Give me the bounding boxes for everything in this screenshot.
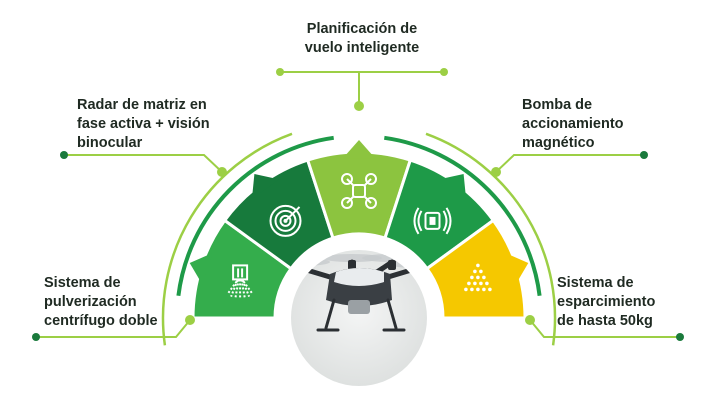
label-line: magnético [522,135,595,151]
outer-arc-left [176,135,334,297]
pump-core [424,211,441,230]
drone-landing-gear [316,298,406,332]
radar-ring [269,204,302,237]
spreader-dot [464,287,468,292]
drone-icon [341,173,377,209]
drone-motor [348,260,356,270]
spreader-dot [488,287,492,292]
label-line: Radar de matriz en [77,97,207,113]
connector-top-right [495,154,644,173]
spreader-dot [476,275,480,280]
magnetic-pump-icon [413,207,452,235]
connector-dot [60,151,68,159]
connector-dot [276,68,284,76]
connector-dot [32,333,40,341]
spreader-dot [470,287,474,292]
spreader-dot [476,263,480,268]
label-line: vuelo inteligente [304,40,420,56]
label-line: fase activa + visión [77,116,210,132]
drone-motor [388,260,396,270]
spray-ray [241,279,251,297]
outer-arc-right [384,135,542,297]
spray-ray [242,280,254,294]
drone-icon-rotor [365,173,377,185]
drone-icon-body [352,184,366,198]
spreader-dot [470,275,474,280]
label-line: binocular [77,135,143,151]
connector-node [525,315,535,325]
label-radar: Radar de matriz en fase activa + visión … [77,96,210,153]
spreader-dot [482,287,486,292]
connector-node [354,101,364,111]
radar-icon [269,204,302,237]
sprayer-icon [227,264,254,300]
spreader-dot [473,281,477,286]
spreader-dot [473,269,477,274]
spray-ray [234,279,240,299]
spray-ray [230,279,239,297]
radar-ring [279,214,292,227]
radar-ring [274,209,297,232]
center-disc [291,250,427,386]
sector-arrow-top-right [439,174,467,200]
spray-ray [227,280,238,294]
label-flight-planning: Planificación de vuelo inteligente [262,20,462,58]
connector-top [280,71,444,106]
label-spreading-system: Sistema de esparcimiento de hasta 50kg [557,274,655,331]
drone-tank [348,300,370,314]
label-magnetic-pump: Bomba de accionamiento magnético [522,96,624,153]
label-line: Sistema de [44,275,121,291]
label-line: Bomba de [522,97,593,113]
connector-node [185,315,195,325]
connector-node [217,167,227,177]
spreader-dot [479,269,483,274]
pump-inner [429,216,436,225]
connector-dot [676,333,684,341]
pump-waves [413,207,452,235]
sector-arrow-top [342,140,376,159]
label-spray-system: Sistema de pulverización centrífugo dobl… [44,274,158,331]
outer-thin-arc-left [161,132,293,346]
spreader-icon [464,263,492,292]
label-line: Sistema de [557,275,634,291]
spreader-dot [479,281,483,286]
drone-arms [297,259,421,283]
spreader-dot [485,281,489,286]
sector-arrow-top-left [251,174,279,200]
label-line: Planificación de [306,21,418,37]
spreader-dot [476,287,480,292]
label-line: pulverización [44,294,137,310]
connector-bottom-left [36,319,191,338]
label-line: accionamiento [522,116,624,132]
connector-node [491,167,501,177]
sector-arrow-bottom-left [189,252,213,285]
radar-sweep [284,206,301,222]
drone-icon-rotor [365,197,377,209]
spreader-dot [467,281,471,286]
drone-icon-rotor [341,197,353,209]
sector-arrow-bottom-right [505,252,529,285]
connector-dot [440,68,448,76]
spray-ray [240,279,246,299]
label-line: centrífugo doble [44,313,158,329]
drone-tank-top [334,268,384,286]
label-line: esparcimiento [557,294,656,310]
connector-bottom-right [529,319,680,338]
connector-top-left [64,154,223,173]
connector-dot [640,151,648,159]
spreader-dot [482,275,486,280]
drone-icon-rotor [341,173,353,185]
outer-thin-arc-right [425,132,557,346]
label-line: de hasta 50kg [557,313,653,329]
